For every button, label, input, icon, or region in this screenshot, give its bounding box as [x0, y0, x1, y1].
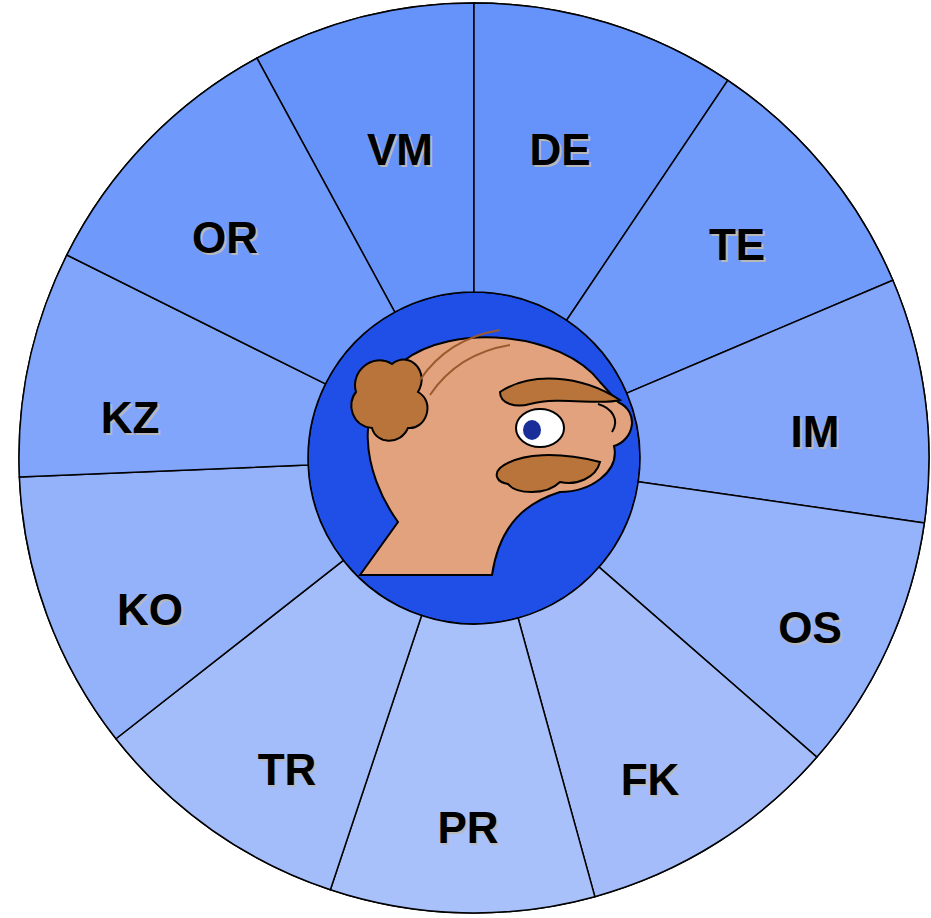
center-disc: [308, 292, 640, 624]
segment-label: TR: [258, 748, 317, 792]
head-wrinkles: [420, 330, 510, 395]
wheel-segment: OR: [66, 58, 395, 384]
segment-shape: [19, 465, 343, 739]
segment-label: TE: [709, 223, 765, 267]
hair-tuft: [351, 360, 427, 441]
wheel-segment: KO: [19, 464, 344, 739]
eyebrow: [500, 379, 620, 406]
segment-label: IM: [791, 410, 840, 454]
wheel-ground: [19, 3, 929, 913]
segment-label: VM: [367, 128, 433, 172]
segment-label: OS: [778, 606, 842, 650]
segment-label: DE: [529, 128, 590, 172]
nose: [598, 404, 615, 432]
segment-label: KO: [117, 588, 183, 632]
pupil: [523, 420, 541, 440]
segment-shape: [67, 58, 395, 384]
eye: [516, 409, 564, 447]
mustache: [497, 455, 600, 492]
segment-label: PR: [437, 806, 498, 850]
segment-label: OR: [192, 216, 258, 260]
segment-label: FK: [621, 758, 680, 802]
segment-label: KZ: [101, 396, 160, 440]
